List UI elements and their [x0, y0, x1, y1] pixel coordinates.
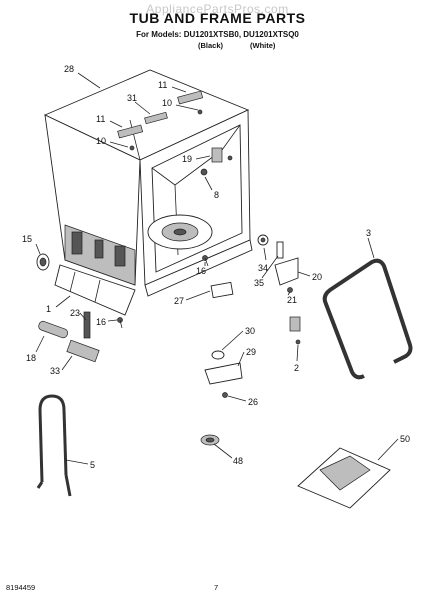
callout-19: 19 [182, 154, 192, 164]
document-number: 8194459 [6, 583, 36, 592]
clip-part [289, 316, 301, 332]
callout-11-upper: 11 [158, 80, 167, 90]
callout-10-lower: 10 [96, 136, 106, 146]
bracket-part [204, 362, 243, 385]
callout-31: 31 [127, 93, 137, 103]
callout-3: 3 [366, 228, 371, 238]
mounting-bracket-lower [117, 124, 144, 139]
callout-50: 50 [400, 434, 410, 444]
washer-icon [227, 155, 233, 161]
callout-10-upper: 10 [162, 98, 172, 108]
model-numbers: For Models: DU1201XTSB0, DU1201XTSQ0 [136, 30, 299, 39]
callout-11-lower: 11 [96, 114, 105, 124]
watermark: AppliancePartsPros.com [146, 2, 289, 16]
gasket-strip [83, 311, 91, 339]
callout-1: 1 [46, 304, 51, 314]
drain-clip [210, 281, 234, 299]
callout-5: 5 [90, 460, 95, 470]
insulation-pad [66, 339, 100, 363]
callout-30: 30 [245, 326, 255, 336]
page-number: 7 [214, 583, 219, 592]
heating-element [36, 394, 72, 497]
callout-29: 29 [246, 347, 256, 357]
callout-27: 27 [174, 296, 184, 306]
tub-gasket [322, 258, 413, 380]
screw-icon [200, 168, 208, 176]
callout-26: 26 [248, 397, 258, 407]
callout-28: 28 [64, 64, 74, 74]
callout-23: 23 [70, 308, 80, 318]
callout-48: 48 [233, 456, 243, 466]
callout-16-upper: 16 [196, 266, 206, 276]
callout-34: 34 [258, 263, 268, 273]
hose-fitting [38, 320, 69, 339]
callout-21: 21 [287, 295, 297, 305]
callout-33: 33 [50, 366, 60, 376]
screw-icon [129, 145, 135, 151]
tub-label-plate [144, 111, 168, 125]
callout-20: 20 [312, 272, 322, 282]
page-title: TUB AND FRAME PARTS [129, 10, 306, 26]
callout-18: 18 [26, 353, 36, 363]
callout-8: 8 [214, 190, 219, 200]
screw-part [276, 241, 284, 259]
mounting-bracket-upper [177, 90, 204, 105]
tub-assembly [43, 69, 253, 316]
hinge-part [211, 147, 223, 163]
callout-2: 2 [294, 363, 299, 373]
grommet-part [211, 350, 225, 360]
variant-black: (Black) [198, 41, 224, 50]
callout-15: 15 [22, 234, 32, 244]
callout-16-lower: 16 [96, 317, 106, 327]
screw-icon [197, 109, 203, 115]
variant-white: (White) [250, 41, 276, 50]
callout-35: 35 [254, 278, 264, 288]
mounting-bracket-side [274, 257, 299, 286]
